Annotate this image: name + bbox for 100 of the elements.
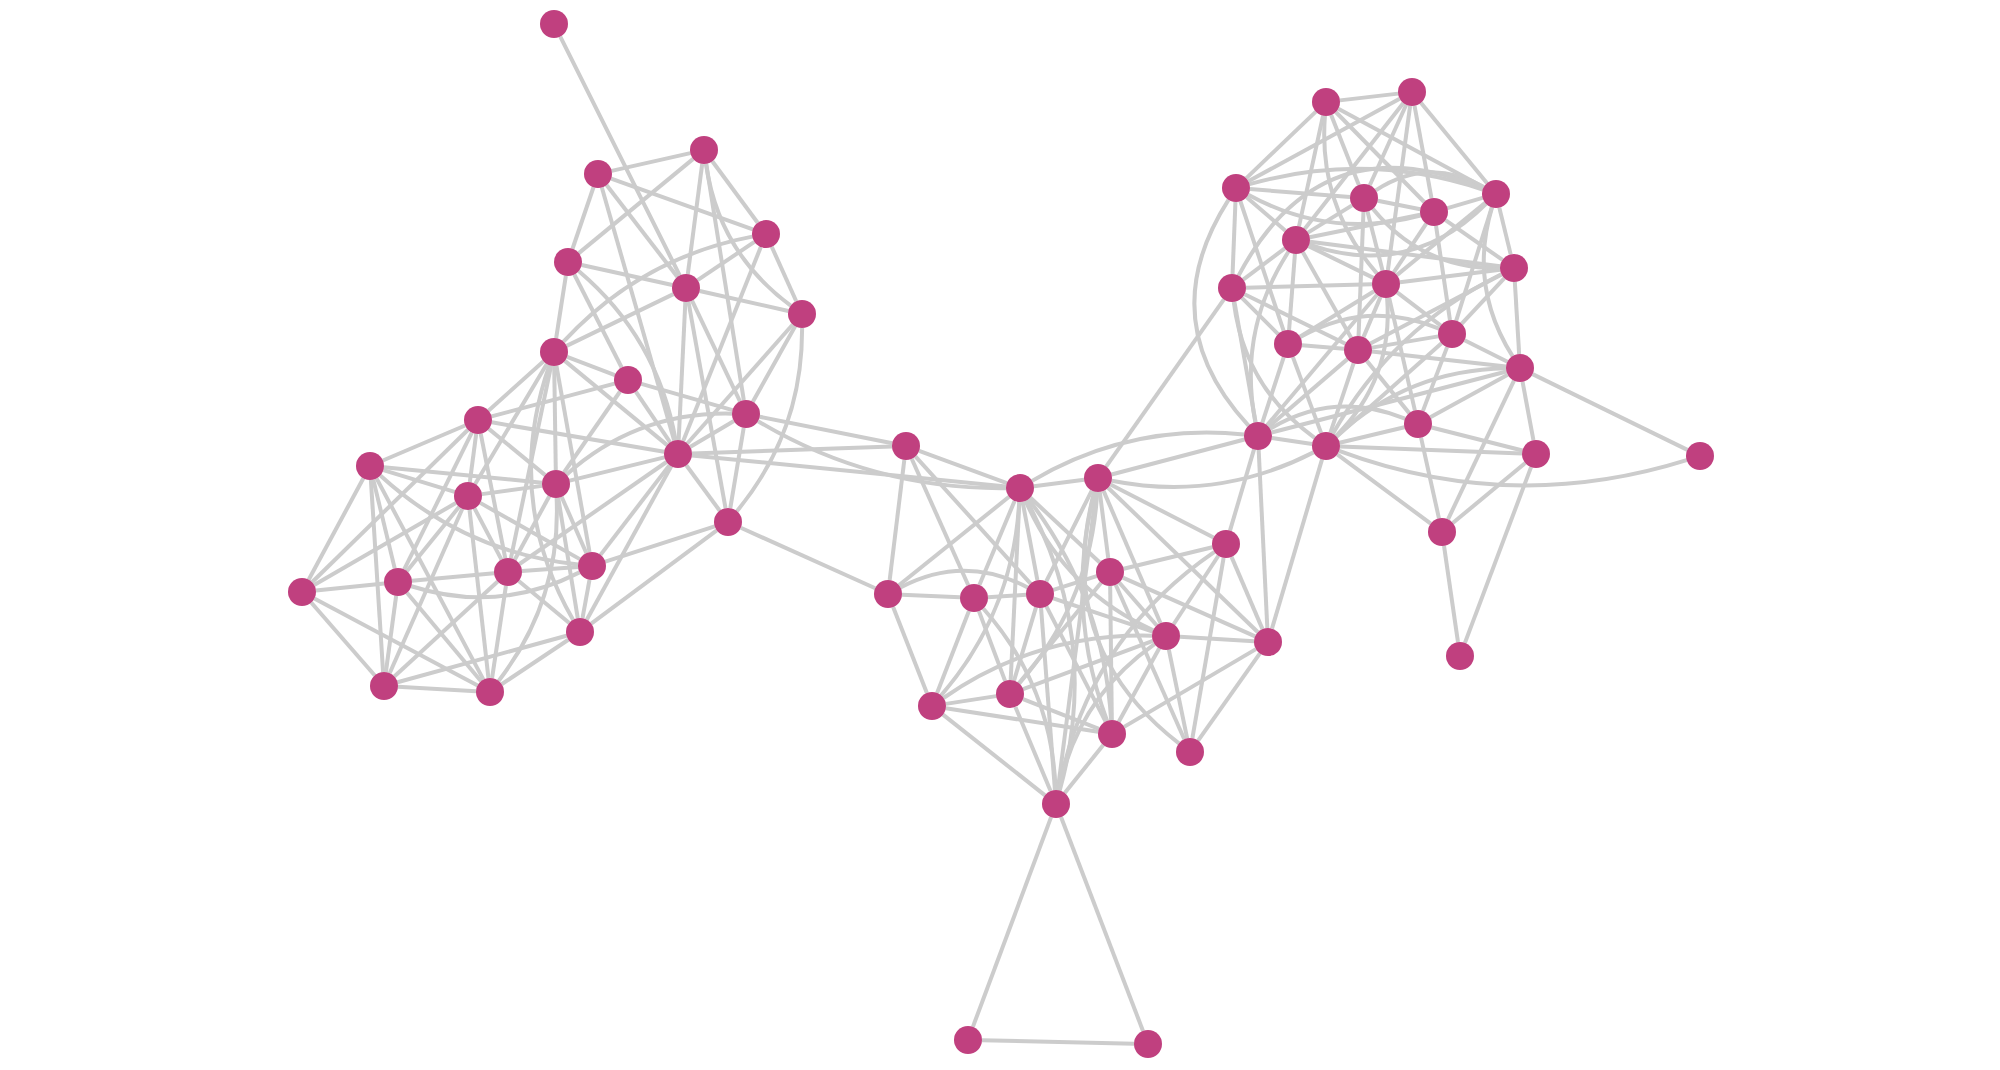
network-node bbox=[664, 440, 692, 468]
connector-line bbox=[402, 431, 474, 571]
connector-line bbox=[577, 269, 678, 441]
connector-line bbox=[1374, 170, 1485, 193]
network-node bbox=[1096, 558, 1124, 586]
connector-line bbox=[1248, 250, 1291, 423]
connector-line bbox=[392, 580, 500, 678]
network-node bbox=[288, 578, 316, 606]
connector-line bbox=[487, 359, 545, 413]
network-node bbox=[1506, 354, 1534, 382]
connector-line bbox=[1301, 343, 1345, 351]
network-node bbox=[1428, 518, 1456, 546]
network-node bbox=[1372, 270, 1400, 298]
connector-line bbox=[577, 157, 695, 255]
network-node bbox=[918, 692, 946, 720]
connector-line bbox=[517, 579, 571, 625]
connector-line bbox=[1256, 449, 1270, 629]
network-node bbox=[892, 432, 920, 460]
connector-line bbox=[945, 694, 997, 706]
network-node bbox=[874, 580, 902, 608]
network-node bbox=[370, 672, 398, 700]
connector-line bbox=[405, 505, 461, 573]
connector-line bbox=[1463, 466, 1533, 644]
network-node bbox=[1218, 274, 1246, 302]
connector-line bbox=[598, 463, 672, 557]
connector-line bbox=[686, 301, 728, 509]
connector-line bbox=[1421, 346, 1449, 412]
connector-line bbox=[558, 35, 682, 277]
connector-line bbox=[1017, 491, 1100, 685]
connector-line bbox=[1419, 437, 1441, 519]
connector-line bbox=[942, 633, 1152, 700]
connector-line bbox=[971, 816, 1053, 1028]
network-node bbox=[554, 248, 582, 276]
connector-line bbox=[397, 684, 477, 694]
connector-line bbox=[681, 246, 763, 442]
connector-line bbox=[410, 570, 581, 600]
connector-line bbox=[1385, 105, 1413, 271]
connector-line bbox=[315, 581, 385, 593]
connector-line bbox=[1309, 212, 1421, 240]
connector-line bbox=[1299, 313, 1440, 339]
connector-line bbox=[634, 390, 672, 444]
connector-line bbox=[1247, 96, 1401, 184]
connector-line bbox=[1271, 369, 1507, 435]
connector-line bbox=[1339, 425, 1405, 445]
connector-line bbox=[1244, 110, 1318, 180]
network-node bbox=[464, 406, 492, 434]
connector-line bbox=[554, 275, 568, 339]
connector-line bbox=[383, 465, 543, 485]
connector-line bbox=[374, 477, 486, 681]
network-node bbox=[1152, 622, 1180, 650]
connector-line bbox=[918, 448, 1008, 486]
connector-line bbox=[1267, 357, 1349, 429]
connector-line bbox=[897, 495, 1011, 587]
connector-line bbox=[1399, 267, 1501, 285]
connector-line bbox=[728, 427, 746, 509]
connector-line bbox=[981, 1038, 1135, 1046]
connector-line bbox=[313, 596, 479, 688]
connector-line bbox=[1339, 444, 1523, 456]
network-node bbox=[1312, 432, 1340, 460]
connector-line bbox=[901, 592, 961, 600]
connector-line bbox=[411, 571, 495, 583]
network-node bbox=[1420, 198, 1448, 226]
network-node bbox=[752, 220, 780, 248]
connector-line bbox=[685, 163, 705, 275]
connector-line bbox=[1245, 282, 1373, 290]
connector-line bbox=[1190, 557, 1226, 739]
network-node bbox=[494, 558, 522, 586]
connector-line bbox=[1243, 292, 1347, 346]
connector-line bbox=[739, 525, 877, 591]
connector-line bbox=[572, 273, 624, 369]
connector-line bbox=[1101, 490, 1163, 624]
connector-line bbox=[1082, 491, 1181, 745]
connector-line bbox=[1247, 192, 1421, 226]
connector-line bbox=[769, 245, 799, 303]
connector-line bbox=[696, 240, 756, 282]
network-node bbox=[1500, 254, 1528, 282]
connector-line bbox=[735, 327, 805, 513]
connector-line bbox=[566, 355, 616, 377]
connector-line bbox=[1512, 281, 1522, 355]
connector-line bbox=[478, 433, 508, 559]
connector-line bbox=[490, 585, 508, 679]
network-node bbox=[788, 300, 816, 328]
connector-line bbox=[1454, 206, 1494, 322]
network-node bbox=[384, 568, 412, 596]
connector-line bbox=[1269, 404, 1406, 431]
connector-line bbox=[552, 365, 558, 471]
connector-line bbox=[1301, 251, 1353, 339]
connector-line bbox=[565, 411, 732, 477]
connector-line bbox=[1028, 496, 1102, 564]
connector-line bbox=[1395, 201, 1487, 277]
connector-line bbox=[383, 595, 399, 673]
connector-line bbox=[1451, 461, 1527, 525]
network-node bbox=[476, 678, 504, 706]
connector-line bbox=[1023, 500, 1155, 633]
connector-line bbox=[1460, 276, 1506, 326]
connector-line bbox=[1117, 581, 1159, 627]
network-node bbox=[584, 160, 612, 188]
connector-line bbox=[1111, 437, 1245, 477]
connector-line bbox=[1017, 581, 1103, 685]
connector-line bbox=[1008, 501, 1022, 681]
